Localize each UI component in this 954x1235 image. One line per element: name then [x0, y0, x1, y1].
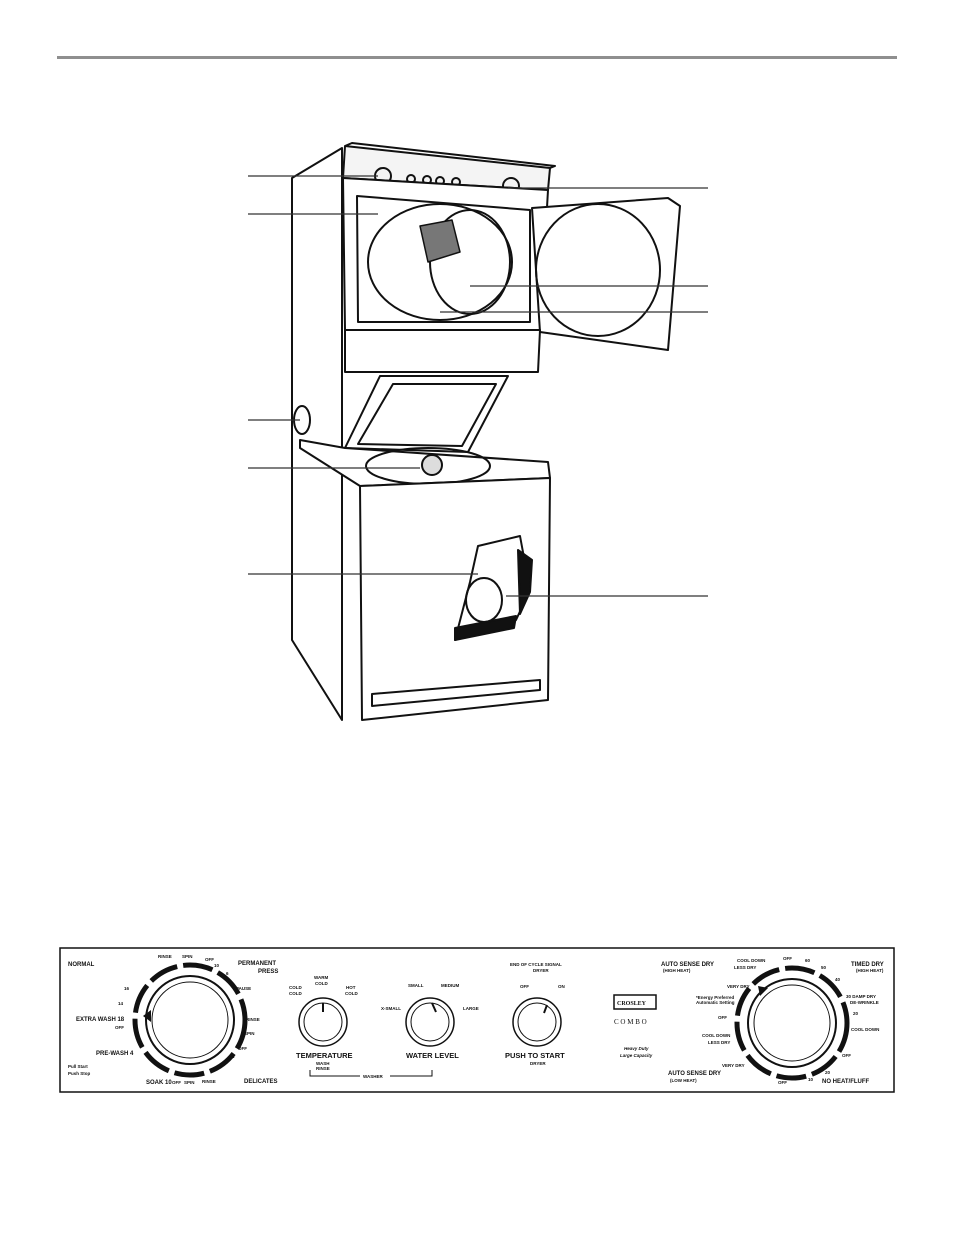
off-left-label: OFF	[115, 1025, 124, 1030]
off-bottom-label: OFF	[172, 1080, 181, 1085]
header-rule	[57, 56, 897, 59]
extra-wash-label: EXTRA WASH 18	[76, 1017, 125, 1023]
off-right-label: OFF	[238, 1046, 247, 1051]
svg-text:10: 10	[808, 1077, 814, 1082]
pull-start-label: Pull Start	[68, 1064, 88, 1069]
svg-text:LESS DRY: LESS DRY	[734, 965, 756, 970]
signal-labels: END OF CYCLE SIGNAL DRYER OFF ON PUSH TO…	[505, 962, 565, 1066]
svg-text:OFF: OFF	[718, 1015, 727, 1020]
svg-text:HOT: HOT	[346, 985, 356, 990]
svg-text:OFF: OFF	[783, 956, 792, 961]
rinse-bottom-label: RINSE	[202, 1079, 216, 1084]
svg-text:(HIGH HEAT): (HIGH HEAT)	[663, 968, 691, 973]
dryer-timer-dial[interactable]	[734, 965, 850, 1081]
svg-text:OFF: OFF	[778, 1080, 787, 1085]
svg-text:SMALL: SMALL	[408, 983, 424, 988]
svg-text:Automatic Setting: Automatic Setting	[696, 1000, 735, 1005]
svg-text:DRYER: DRYER	[530, 1061, 546, 1066]
pre-wash-label: PRE-WASH 4	[96, 1051, 134, 1057]
svg-text:*Energy Preferred: *Energy Preferred	[696, 995, 735, 1000]
temperature-knob[interactable]	[298, 997, 348, 1047]
pause-label: PAUSE	[236, 986, 251, 991]
svg-text:60: 60	[805, 958, 811, 963]
svg-text:WARM: WARM	[314, 975, 328, 980]
svg-text:OFF: OFF	[520, 984, 529, 989]
delicates-label: DELICATES	[244, 1079, 278, 1085]
svg-text:COLD: COLD	[315, 981, 328, 986]
svg-text:Large Capacity: Large Capacity	[620, 1053, 653, 1058]
dryer-drum	[367, 203, 513, 321]
rinse-top-label: RINSE	[158, 954, 172, 959]
six-label: 6	[226, 971, 229, 976]
water-level-label: WATER LEVEL	[406, 1051, 459, 1060]
soak-label: SOAK 10	[146, 1080, 172, 1086]
svg-text:30 DAMP DRY: 30 DAMP DRY	[846, 994, 876, 999]
spin-right-label: SPIN	[244, 1031, 255, 1036]
svg-text:NO HEAT/FLUFF: NO HEAT/FLUFF	[822, 1079, 870, 1085]
svg-text:(LOW HEAT): (LOW HEAT)	[670, 1078, 697, 1083]
lint-screen	[419, 219, 461, 263]
water-level-labels: SMALL MEDIUM X-SMALL LARGE WATER LEVEL	[381, 983, 479, 1060]
svg-text:ON: ON	[558, 984, 565, 989]
svg-text:COLD: COLD	[289, 991, 302, 996]
temperature-label: TEMPERATURE	[296, 1051, 353, 1060]
svg-text:DE-WRINKLE: DE-WRINKLE	[850, 1000, 879, 1005]
svg-text:TIMED DRY: TIMED DRY	[851, 962, 884, 968]
permanent-press-label-2: PRESS	[258, 969, 278, 975]
svg-text:MEDIUM: MEDIUM	[441, 983, 459, 988]
sixteen-label: 16	[124, 986, 130, 991]
svg-text:(HIGH HEAT): (HIGH HEAT)	[856, 968, 884, 973]
svg-text:VERY DRY: VERY DRY	[722, 1063, 745, 1068]
svg-text:LESS DRY: LESS DRY	[708, 1040, 730, 1045]
spin-top-label: SPIN	[182, 954, 193, 959]
ten-label: 10	[214, 963, 220, 968]
svg-text:50: 50	[821, 965, 827, 970]
svg-text:COOL DOWN: COOL DOWN	[737, 958, 765, 963]
svg-text:LARGE: LARGE	[463, 1006, 479, 1011]
brand-logo: CROSLEY C O M B O Heavy Duty Large Capac…	[613, 994, 657, 1058]
washer-front	[359, 477, 551, 721]
rinse-right-label: RINSE	[246, 1017, 260, 1022]
brand-combo: C O M B O	[614, 1018, 647, 1026]
end-of-cycle-label: END OF CYCLE SIGNAL	[510, 962, 562, 967]
svg-text:AUTO SENSE DRY: AUTO SENSE DRY	[661, 962, 714, 968]
svg-text:OFF: OFF	[842, 1053, 851, 1058]
spin-bottom-label: SPIN	[184, 1080, 195, 1085]
stacked-washer-dryer-illustration	[248, 142, 708, 721]
svg-text:Heavy Duty: Heavy Duty	[624, 1046, 649, 1051]
svg-text:WASH: WASH	[316, 1061, 330, 1066]
temperature-labels: COLD COLD WARM COLD HOT COLD TEMPERATURE…	[289, 975, 358, 1071]
normal-label: NORMAL	[68, 962, 95, 968]
svg-text:DRYER: DRYER	[533, 968, 549, 973]
svg-text:COLD: COLD	[345, 991, 358, 996]
svg-text:20: 20	[853, 1011, 859, 1016]
callout-lines	[248, 175, 708, 597]
svg-text:X-SMALL: X-SMALL	[381, 1006, 401, 1011]
push-to-start-label: PUSH TO START	[505, 1051, 565, 1060]
svg-text:COOL DOWN: COOL DOWN	[851, 1027, 879, 1032]
washer-dial-labels: NORMAL RINSE SPIN OFF 10 6 PERMANENT PRE…	[68, 954, 278, 1086]
cabinet-side	[291, 147, 343, 721]
svg-text:20: 20	[825, 1070, 831, 1075]
dryer-dial-labels: AUTO SENSE DRY (HIGH HEAT) COOL DOWN LES…	[661, 956, 884, 1085]
six-right-label: 6	[232, 1054, 235, 1059]
water-level-knob[interactable]	[405, 997, 455, 1047]
brand-name: CROSLEY	[617, 1001, 647, 1007]
svg-text:AUTO SENSE DRY: AUTO SENSE DRY	[668, 1071, 721, 1077]
svg-text:VERY DRY: VERY DRY	[727, 984, 750, 989]
push-stop-label: Push Stop	[68, 1071, 91, 1076]
svg-text:40: 40	[835, 977, 841, 982]
washer-bracket-label: WASHER	[363, 1074, 384, 1079]
svg-text:COLD: COLD	[289, 985, 302, 990]
permanent-press-label-1: PERMANENT	[238, 961, 276, 967]
fourteen-label: 14	[118, 1001, 124, 1006]
svg-text:COOL DOWN: COOL DOWN	[702, 1033, 730, 1038]
svg-text:RINSE: RINSE	[316, 1066, 330, 1071]
washer-cycle-dial[interactable]	[132, 962, 248, 1078]
agitator-icon	[421, 454, 443, 476]
end-of-cycle-knob[interactable]	[512, 997, 562, 1047]
off-top-label: OFF	[205, 957, 214, 962]
